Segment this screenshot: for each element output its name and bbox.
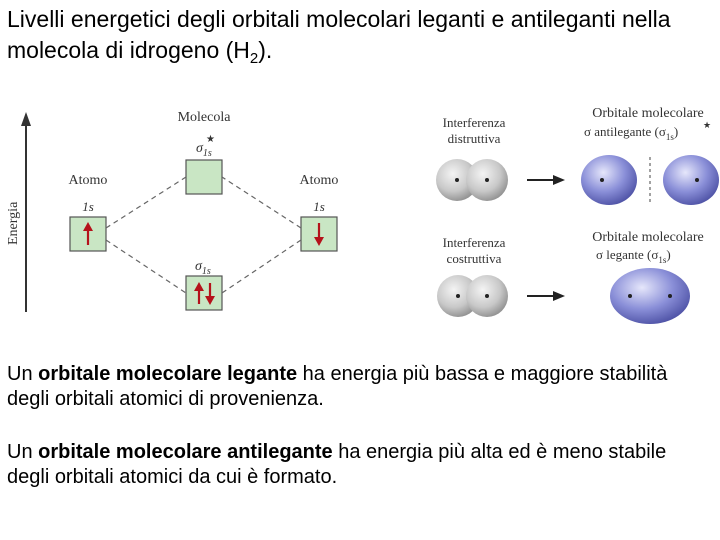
destructive-atoms <box>436 159 508 201</box>
antibonding-star-icon: ★ <box>703 121 711 131</box>
antibonding-orbital-title: Orbitale molecolare <box>592 106 704 121</box>
atom-right-label: Atomo <box>300 173 339 188</box>
bonding-term: orbitale molecolare legante <box>38 363 298 385</box>
process-arrows <box>527 175 565 301</box>
star-icon: ★ <box>206 134 215 145</box>
sigma-bonding-label: σ1s <box>195 259 211 277</box>
antibonding-term: orbitale molecolare antilegante <box>38 441 333 463</box>
bonding-description: Un orbitale molecolare legante ha energi… <box>7 363 668 410</box>
title-suffix: ). <box>258 37 273 63</box>
bonding-orbital-title: Orbitale molecolare <box>592 230 704 245</box>
correlation-lines <box>105 176 302 294</box>
energy-axis-arrowhead <box>21 112 31 126</box>
antibonding-orbital-subtitle: σ antilegante (σ1s) <box>584 124 678 142</box>
bonding-orbital-cloud <box>610 268 690 324</box>
antibonding-description: Un orbitale molecolare antilegante ha en… <box>7 441 667 488</box>
atom-left-1s-label: 1s <box>82 199 94 214</box>
sigma-star-label: σ1s <box>196 141 212 159</box>
bonding-orbital-box <box>185 275 223 311</box>
title-text: Livelli energetici degli orbitali moleco… <box>7 6 671 63</box>
page-title: Livelli energetici degli orbitali moleco… <box>7 4 713 66</box>
atom-left-label: Atomo <box>69 173 108 188</box>
molecule-label: Molecola <box>178 110 232 125</box>
electron-arrows <box>83 222 324 305</box>
energy-axis-label: Energia <box>6 201 21 245</box>
antibonding-orbital-box <box>185 159 223 195</box>
bonding-orbital-subtitle: σ legante (σ1s) <box>596 247 671 265</box>
atom-right-1s-label: 1s <box>313 199 325 214</box>
title-subscript: 2 <box>249 50 259 67</box>
constructive-atoms <box>437 275 508 317</box>
antibonding-orbital-lobes <box>581 155 719 205</box>
